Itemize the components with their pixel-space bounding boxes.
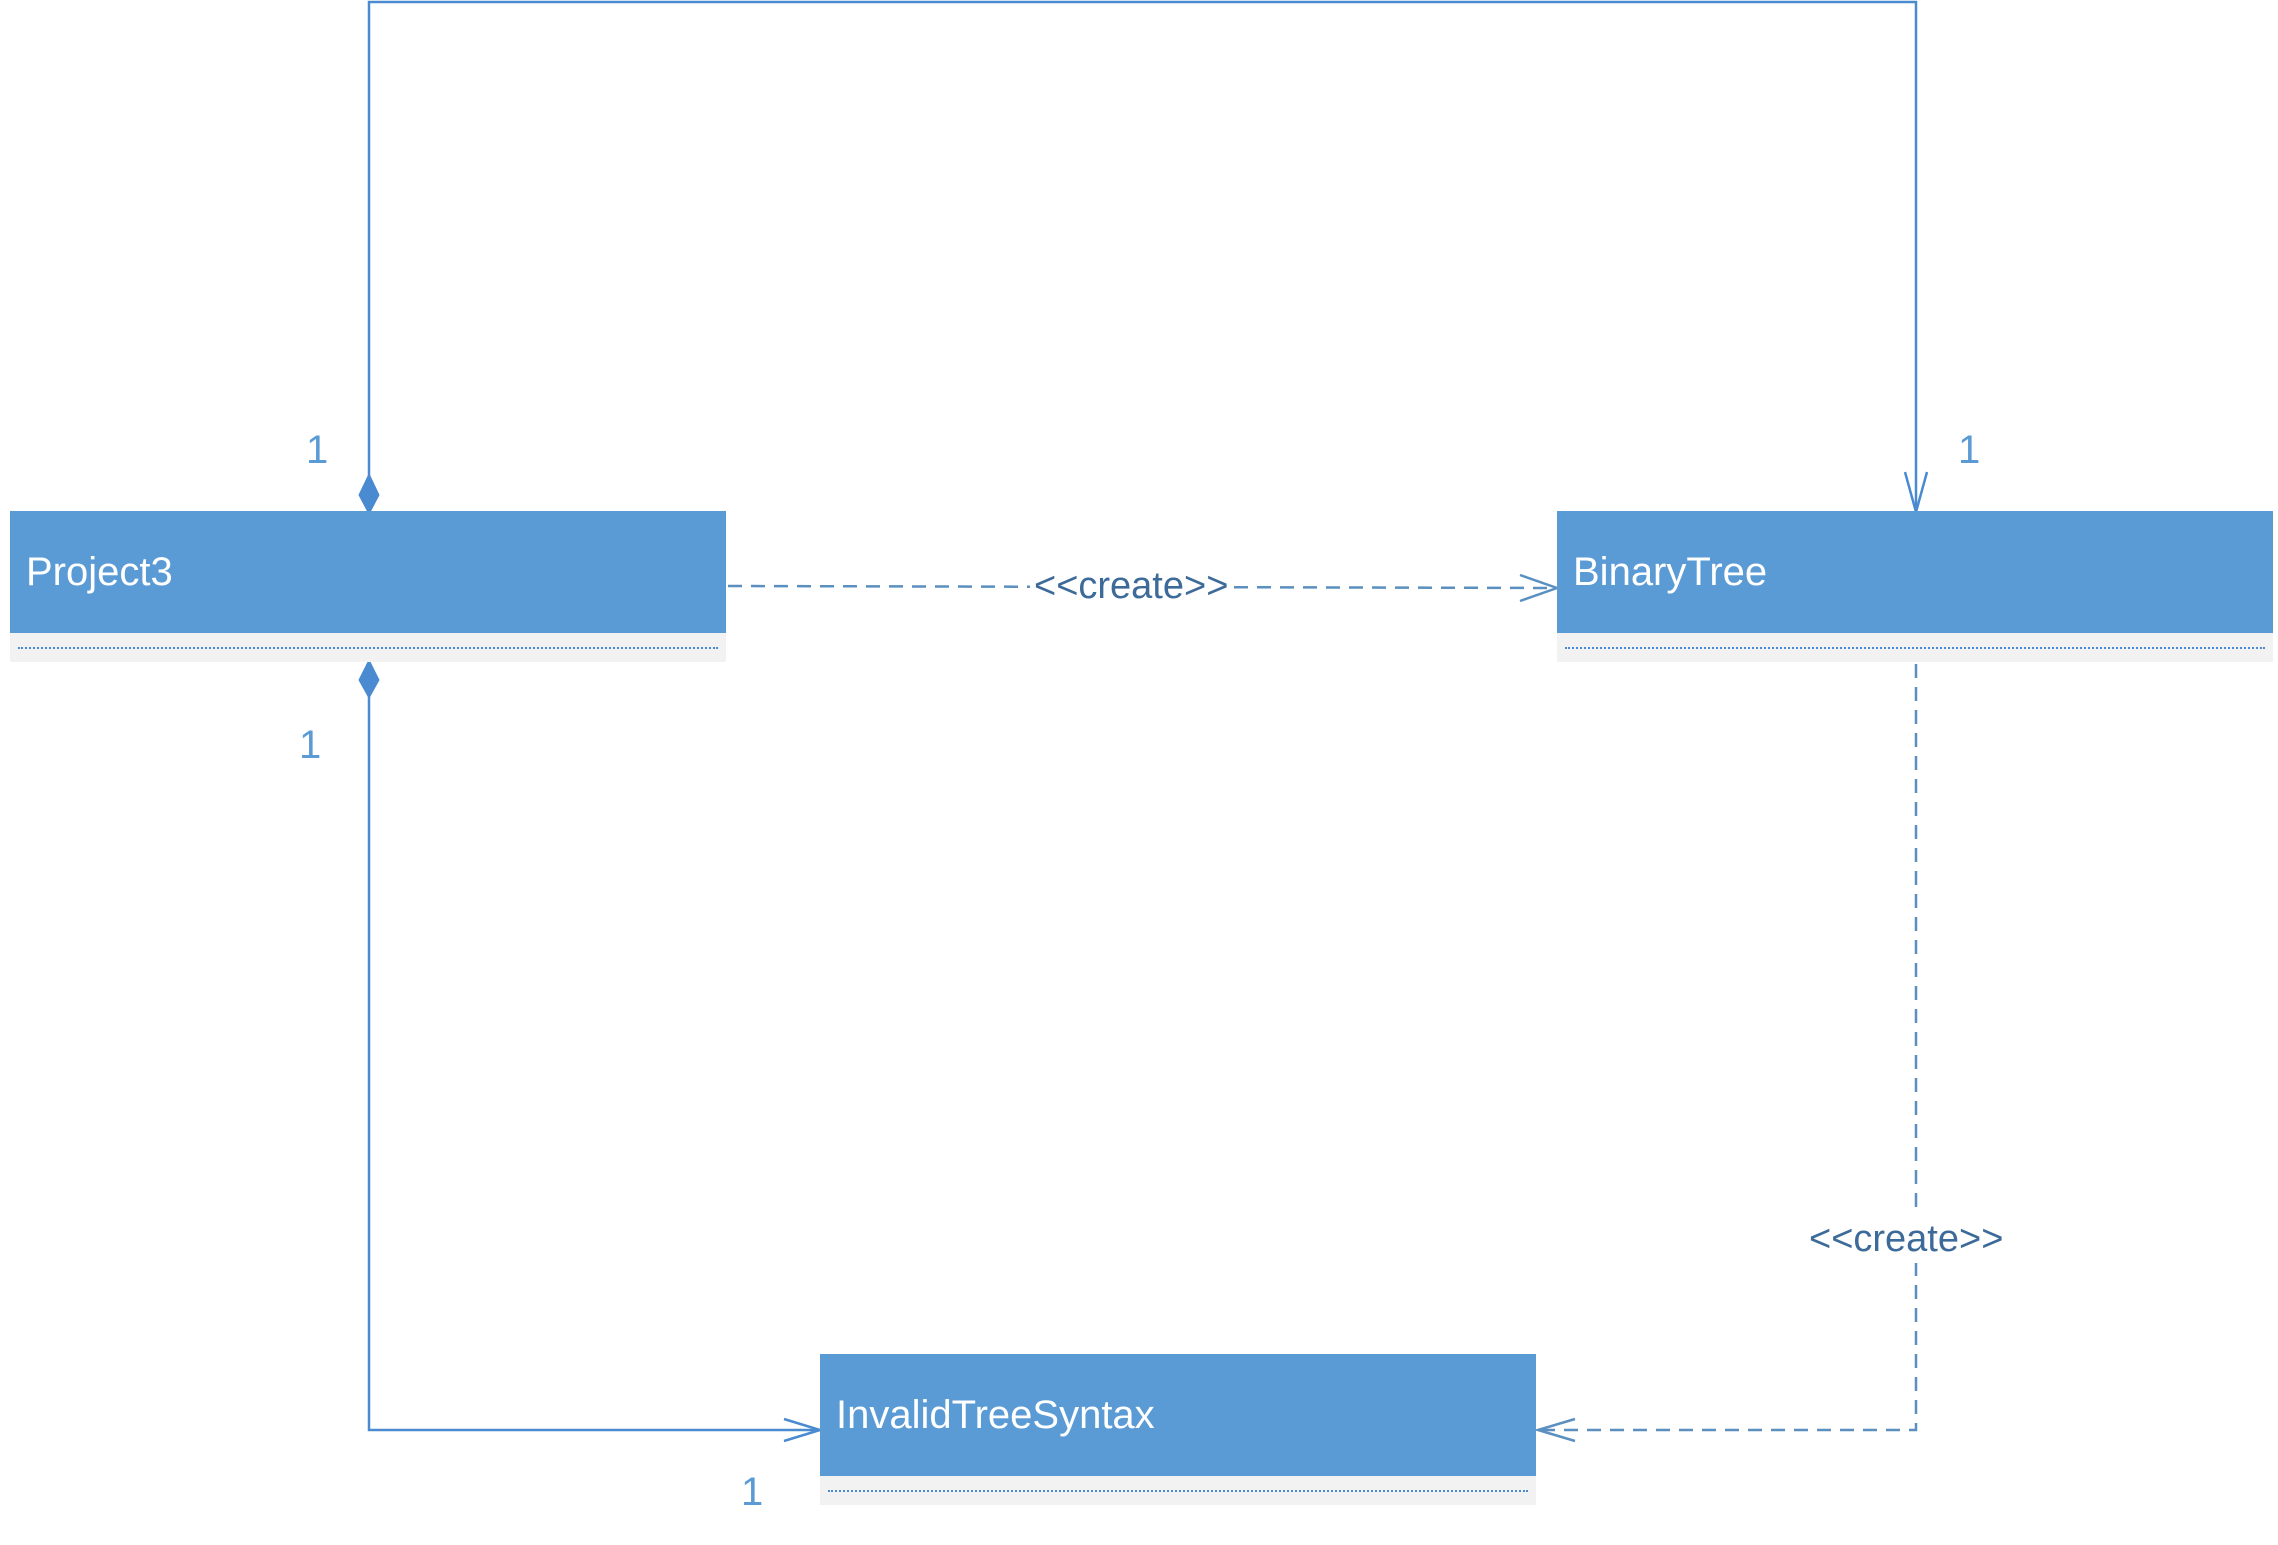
open-arrowhead-invalidtreesyntax-right [1533, 1417, 1576, 1443]
dependency-binarytree-invalidtreesyntax[interactable] [1533, 664, 1918, 1443]
composition-diamond-project3-top [358, 472, 380, 516]
class-project3-body [10, 633, 726, 662]
multiplicity-binarytree-top: 1 [1958, 428, 1981, 472]
class-project3-separator [18, 647, 718, 649]
class-binarytree-header[interactable]: BinaryTree [1557, 511, 2273, 633]
class-project3-header[interactable]: Project3 [10, 511, 726, 633]
multiplicity-project3-top: 1 [306, 428, 329, 472]
class-binarytree-body [1557, 633, 2273, 662]
composition-project3-invalidtreesyntax[interactable] [358, 658, 825, 1443]
composition-line-project3-binarytree [367, 0, 1918, 508]
class-binarytree-name: BinaryTree [1573, 549, 1768, 594]
composition-diamond-project3-bottom [358, 658, 380, 700]
class-invalidtreesyntax-name: InvalidTreeSyntax [836, 1392, 1155, 1437]
class-binarytree[interactable]: BinaryTree [1557, 511, 2273, 662]
class-invalidtreesyntax[interactable]: InvalidTreeSyntax [820, 1354, 1536, 1505]
dependency-line-binarytree-invalidtreesyntax [1539, 664, 1918, 1432]
multiplicity-project3-bottom: 1 [299, 723, 322, 767]
composition-line-project3-invalidtreesyntax [367, 680, 820, 1432]
class-project3-name: Project3 [26, 549, 173, 594]
multiplicity-invalidtreesyntax-left: 1 [741, 1470, 764, 1514]
class-project3[interactable]: Project3 [10, 511, 726, 662]
class-invalidtreesyntax-separator [828, 1490, 1528, 1492]
class-binarytree-separator [1565, 647, 2265, 649]
class-invalidtreesyntax-body [820, 1476, 1536, 1505]
class-invalidtreesyntax-header[interactable]: InvalidTreeSyntax [820, 1354, 1536, 1476]
stereotype-label-binarytree-invalidtreesyntax: <<create>> [1803, 1215, 2010, 1263]
composition-project3-binarytree[interactable] [358, 0, 1929, 517]
stereotype-label-project3-binarytree: <<create>> [1030, 566, 1233, 606]
